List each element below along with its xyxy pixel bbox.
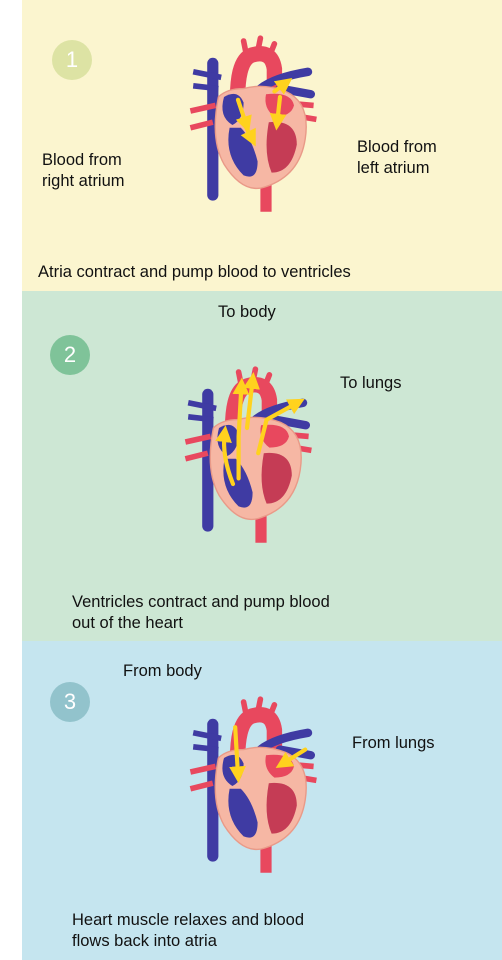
step-1-badge: 1 — [52, 40, 92, 80]
panel-relaxation: 3 From body From lungs Heart muscle rela… — [22, 641, 502, 960]
blood-from-right-atrium-label: Blood from right atrium — [42, 150, 125, 192]
step-2-badge: 2 — [50, 335, 90, 375]
step-3-badge: 3 — [50, 682, 90, 722]
blood-from-left-atrium-label: Blood from left atrium — [357, 137, 437, 179]
to-lungs-label: To lungs — [340, 373, 401, 394]
heart-illustration-3 — [182, 671, 322, 901]
to-body-label: To body — [218, 302, 276, 323]
heart-illustration-1 — [182, 15, 322, 235]
step-3-caption: Heart muscle relaxes and blood flows bac… — [72, 910, 304, 952]
step-1-caption: Atria contract and pump blood to ventric… — [38, 262, 351, 283]
heart-illustration-2 — [177, 331, 317, 581]
panel-atrial-contraction: 1 Blood from right atrium Blood from lef… — [22, 0, 502, 291]
from-lungs-label: From lungs — [352, 733, 435, 754]
arrow-from-body-down — [235, 727, 238, 775]
panel-ventricular-contraction: 2 To body To lungs Ventricles contract a… — [22, 291, 502, 641]
arrow-left-atrium-down — [277, 97, 280, 122]
step-2-caption: Ventricles contract and pump blood out o… — [72, 592, 330, 634]
